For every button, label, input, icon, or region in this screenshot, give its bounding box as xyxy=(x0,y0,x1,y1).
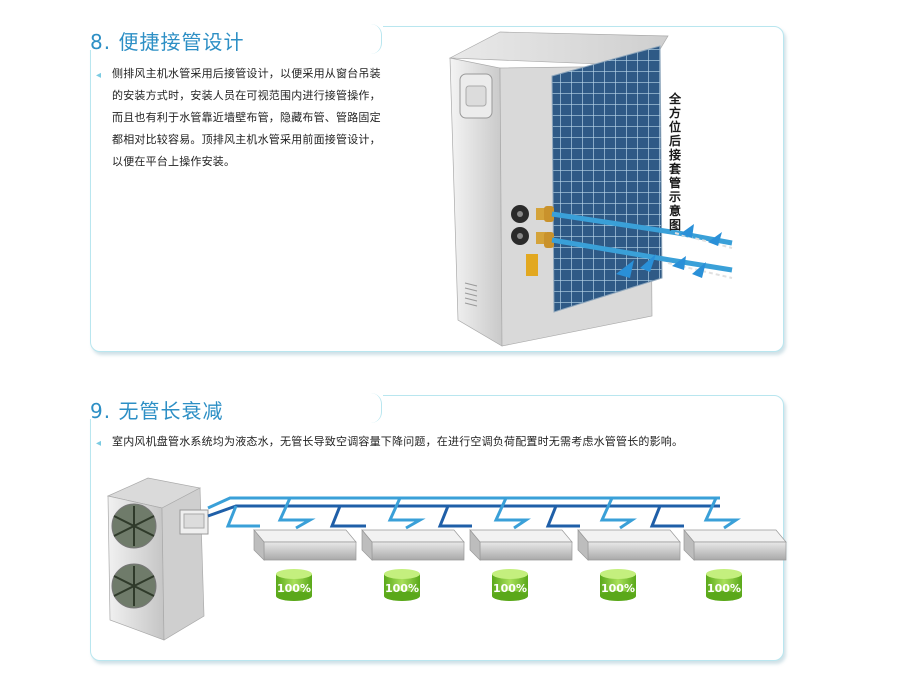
capacity-cylinders xyxy=(276,569,742,601)
vertical-char: 方 xyxy=(668,106,681,120)
vertical-label-piping-diagram: 全 方 位 后 接 套 管 示 意 图 xyxy=(666,92,684,232)
bullet-icon: ◂ xyxy=(96,70,102,81)
vertical-char: 后 xyxy=(668,134,681,148)
bullet-icon: ◂ xyxy=(96,438,102,449)
indoor-unit-group xyxy=(253,529,787,561)
vertical-char: 套 xyxy=(668,162,681,176)
tab-curl xyxy=(371,24,382,54)
tab-mask xyxy=(87,389,383,419)
panel-convenient-piping xyxy=(90,26,784,352)
capacity-label: 100% xyxy=(601,582,635,595)
outdoor-unit-rear-illustration xyxy=(448,31,733,347)
vertical-char: 意 xyxy=(668,204,681,218)
vertical-char: 位 xyxy=(668,120,681,134)
vertical-char: 管 xyxy=(668,176,681,190)
section-title-attenuation: 9. 无管长衰减 xyxy=(90,399,224,423)
vertical-char: 全 xyxy=(668,92,681,106)
tab-mask xyxy=(87,20,383,50)
tab-curl xyxy=(371,393,382,423)
vertical-char: 图 xyxy=(668,218,681,232)
attenuation-description: 室内风机盘管水系统均为液态水，无管长导致空调容量下降问题，在进行空调负荷配置时无… xyxy=(112,435,684,448)
water-system-illustration: 100% 100% 100% 100% 100% xyxy=(106,477,787,641)
section-title-piping: 8. 便捷接管设计 xyxy=(90,30,245,54)
capacity-label: 100% xyxy=(493,582,527,595)
capacity-label: 100% xyxy=(277,582,311,595)
vertical-char: 接 xyxy=(668,148,681,162)
capacity-label: 100% xyxy=(707,582,741,595)
vertical-char: 示 xyxy=(668,190,681,204)
piping-description: 侧排风主机水管采用后接管设计，以便采用从窗台吊装的安装方式时，安装人员在可视范围… xyxy=(112,67,381,168)
capacity-label: 100% xyxy=(385,582,419,595)
